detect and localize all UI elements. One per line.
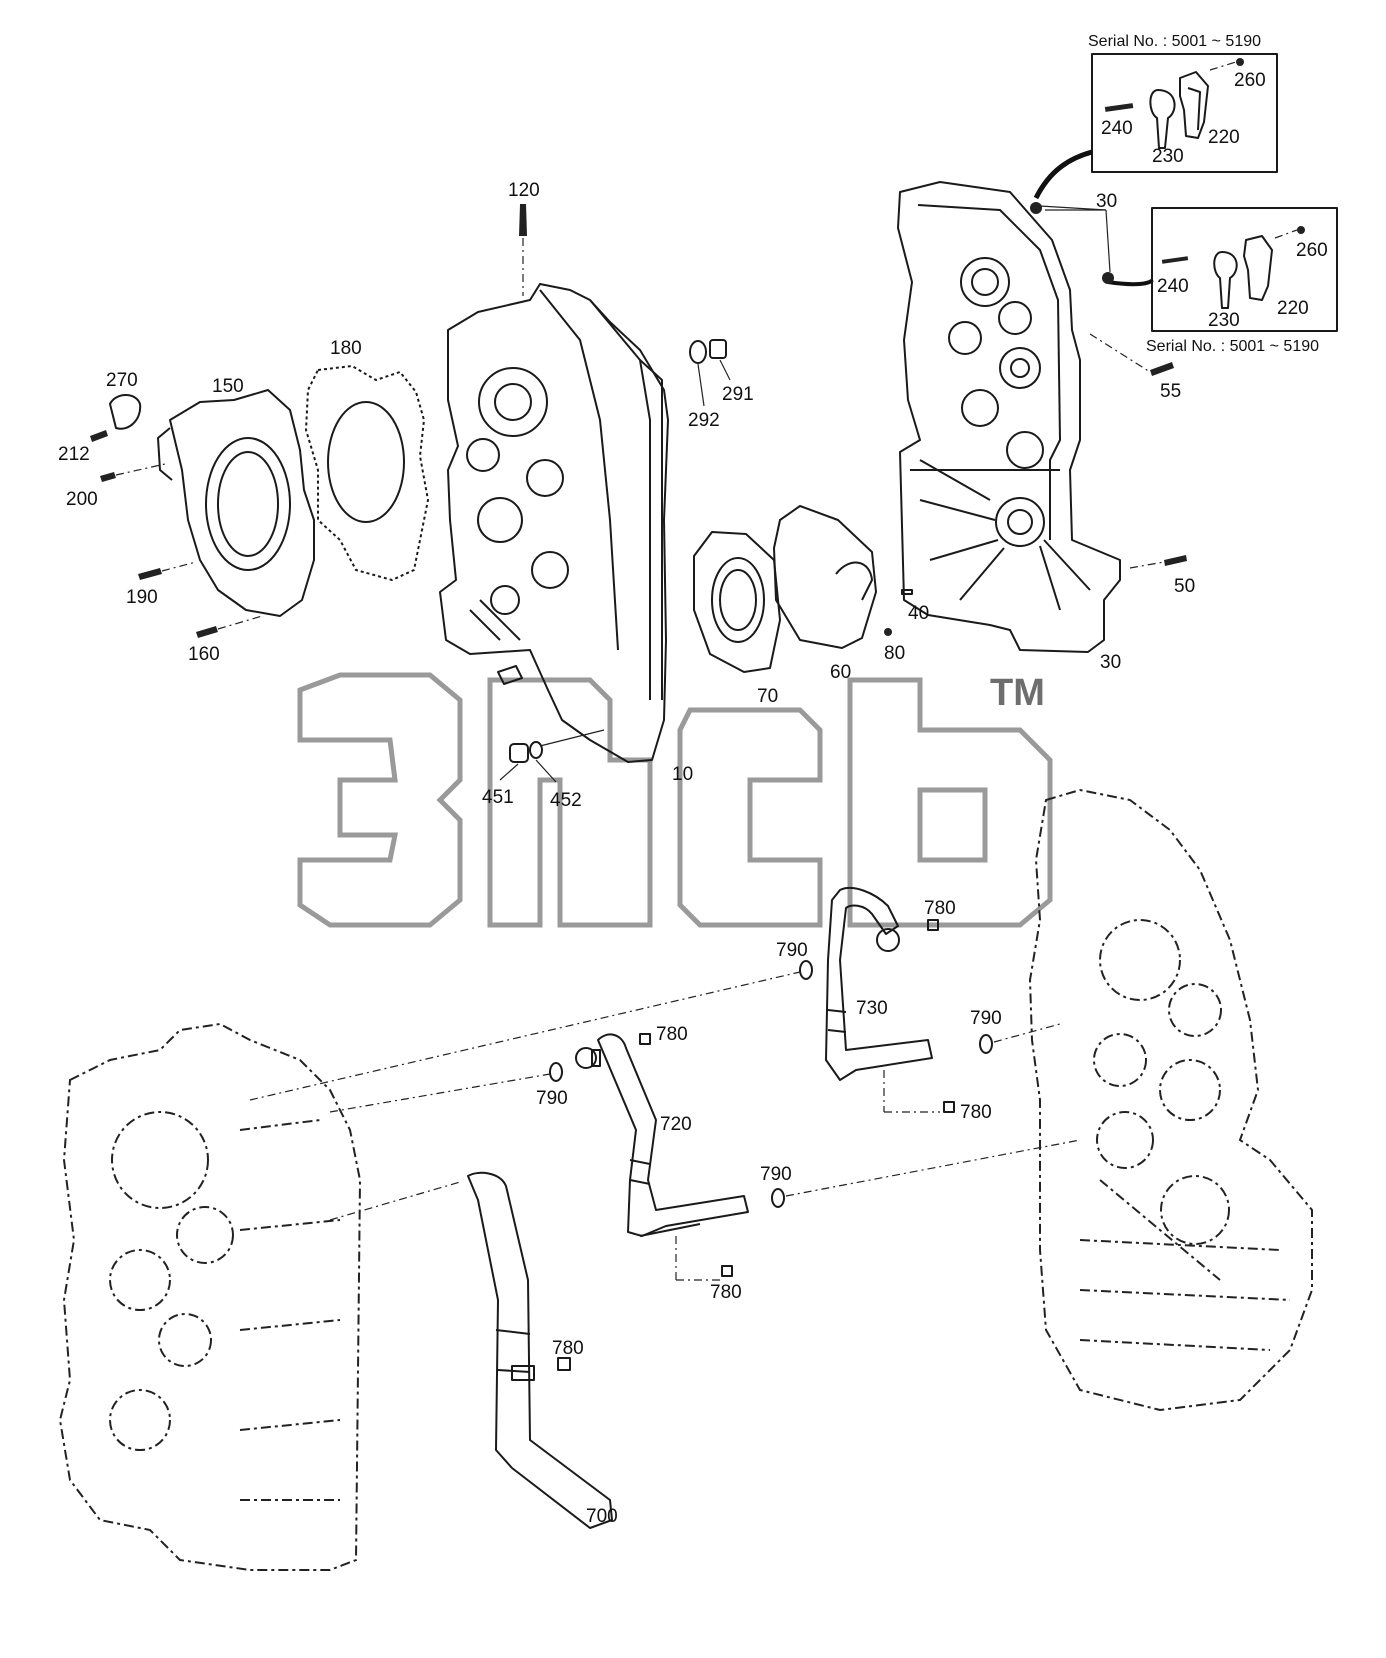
svg-text:720: 720 [660,1114,692,1135]
svg-text:790: 790 [536,1088,568,1109]
svg-text:700: 700 [586,1506,618,1527]
svg-text:780: 780 [960,1102,992,1123]
serial-kit-mid: 260 240 230 220 Serial No. : 5001 ~ 5190 [1146,207,1338,355]
shield-70: 70 [693,531,781,707]
pipe-720: 720 780 780 [575,1024,749,1303]
svg-text:451: 451 [482,787,514,808]
svg-text:790: 790 [970,1008,1002,1029]
svg-text:180: 180 [330,338,362,359]
watermark-logo: TM [297,672,1053,928]
svg-text:40: 40 [908,603,929,624]
svg-text:240: 240 [1157,276,1189,297]
cover-150: 150 270 212 200 190 160 [58,370,315,665]
svg-text:780: 780 [552,1338,584,1359]
svg-text:55: 55 [1160,381,1181,402]
svg-text:790: 790 [776,940,808,961]
svg-text:260: 260 [1234,70,1266,91]
svg-text:780: 780 [656,1024,688,1045]
svg-text:260: 260 [1296,240,1328,261]
svg-text:240: 240 [1101,118,1133,139]
serial-label-mid: Serial No. : 5001 ~ 5190 [1146,338,1319,355]
pipe-700: 700 780 [467,1171,618,1529]
svg-text:10: 10 [672,764,693,785]
svg-text:270: 270 [106,370,138,391]
svg-text:220: 220 [1208,127,1240,148]
svg-text:291: 291 [722,384,754,405]
svg-text:730: 730 [856,998,888,1019]
svg-text:292: 292 [688,410,720,431]
svg-text:220: 220 [1277,298,1309,319]
svg-text:780: 780 [924,898,956,919]
label-30-top: 30 [1096,191,1117,212]
svg-text:150: 150 [212,376,244,397]
ghost-housing-left [58,1022,362,1571]
pipe-730: 730 780 780 [825,887,992,1123]
svg-text:780: 780 [710,1282,742,1303]
shield-60: 60 80 [773,505,905,683]
trademark-text: TM [990,672,1045,714]
svg-text:120: 120 [508,180,540,201]
svg-text:160: 160 [188,644,220,665]
rear-cover-30: 30 30 55 50 40 [897,181,1195,673]
svg-text:50: 50 [1174,576,1195,597]
serial-kit-top: Serial No. : 5001 ~ 5190 260 240 230 220 [1088,33,1278,173]
svg-text:200: 200 [66,489,98,510]
serial-label-top: Serial No. : 5001 ~ 5190 [1088,33,1261,50]
gasket-180: 180 [305,338,429,581]
svg-text:212: 212 [58,444,90,465]
svg-text:80: 80 [884,643,905,664]
svg-text:790: 790 [760,1164,792,1185]
svg-text:190: 190 [126,587,158,608]
svg-text:230: 230 [1208,310,1240,331]
o-rings-790: 790 790 790 790 [249,940,1081,1221]
main-housing-10: 10 120 291 292 451 452 [439,180,754,811]
svg-text:70: 70 [757,686,778,707]
svg-text:60: 60 [830,662,851,683]
label-30-bottom: 30 [1100,652,1121,673]
svg-text:230: 230 [1152,146,1184,167]
svg-text:452: 452 [550,790,582,811]
ghost-housing-right [1028,788,1313,1412]
